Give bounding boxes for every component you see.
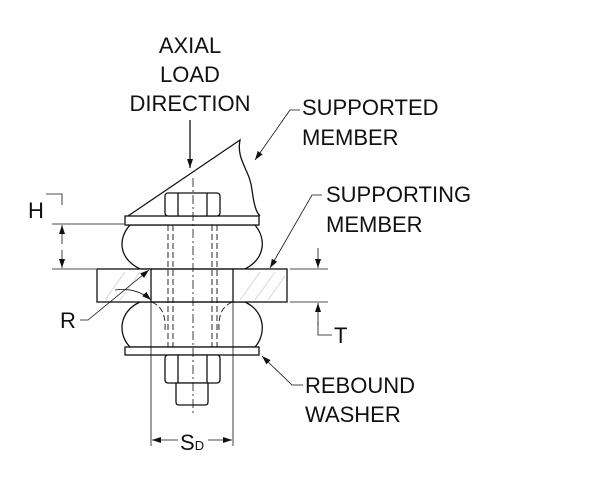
svg-text:SD: SD (180, 430, 204, 455)
svg-text:WASHER: WASHER (305, 402, 401, 427)
rebound-washer-leader (261, 355, 303, 386)
svg-text:T: T (334, 323, 347, 348)
sd-dimension: SD (150, 302, 234, 455)
upper-rubber-element (121, 224, 263, 270)
h-dimension: H (28, 193, 124, 270)
bolt (151, 192, 233, 347)
svg-text:R: R (60, 308, 76, 333)
supporting-member-leader (269, 194, 322, 269)
supported-member-leader (254, 109, 300, 161)
top-washer (124, 215, 260, 226)
lower-rubber-element (121, 301, 263, 348)
supported-member-outline (127, 138, 261, 217)
supported-member-label: SUPPORTED MEMBER (302, 95, 439, 150)
svg-text:MEMBER: MEMBER (302, 125, 399, 150)
svg-text:DIRECTION: DIRECTION (130, 91, 251, 116)
svg-text:AXIAL: AXIAL (159, 33, 221, 58)
t-dimension: T (290, 248, 347, 348)
supporting-member-label: SUPPORTING MEMBER (326, 182, 471, 237)
rebound-washer-label: REBOUND WASHER (305, 373, 415, 427)
svg-text:LOAD: LOAD (160, 62, 220, 87)
axial-load-direction-label: AXIAL LOAD DIRECTION (130, 33, 251, 116)
r-dimension: R (60, 269, 152, 333)
svg-text:H: H (28, 198, 44, 223)
rebound-washer (124, 346, 260, 356)
svg-text:REBOUND: REBOUND (305, 373, 415, 398)
supporting-member-plate (96, 268, 288, 303)
nut (164, 354, 221, 406)
svg-text:SUPPORTING: SUPPORTING (326, 182, 471, 207)
svg-text:MEMBER: MEMBER (326, 212, 423, 237)
svg-text:SUPPORTED: SUPPORTED (302, 95, 439, 120)
